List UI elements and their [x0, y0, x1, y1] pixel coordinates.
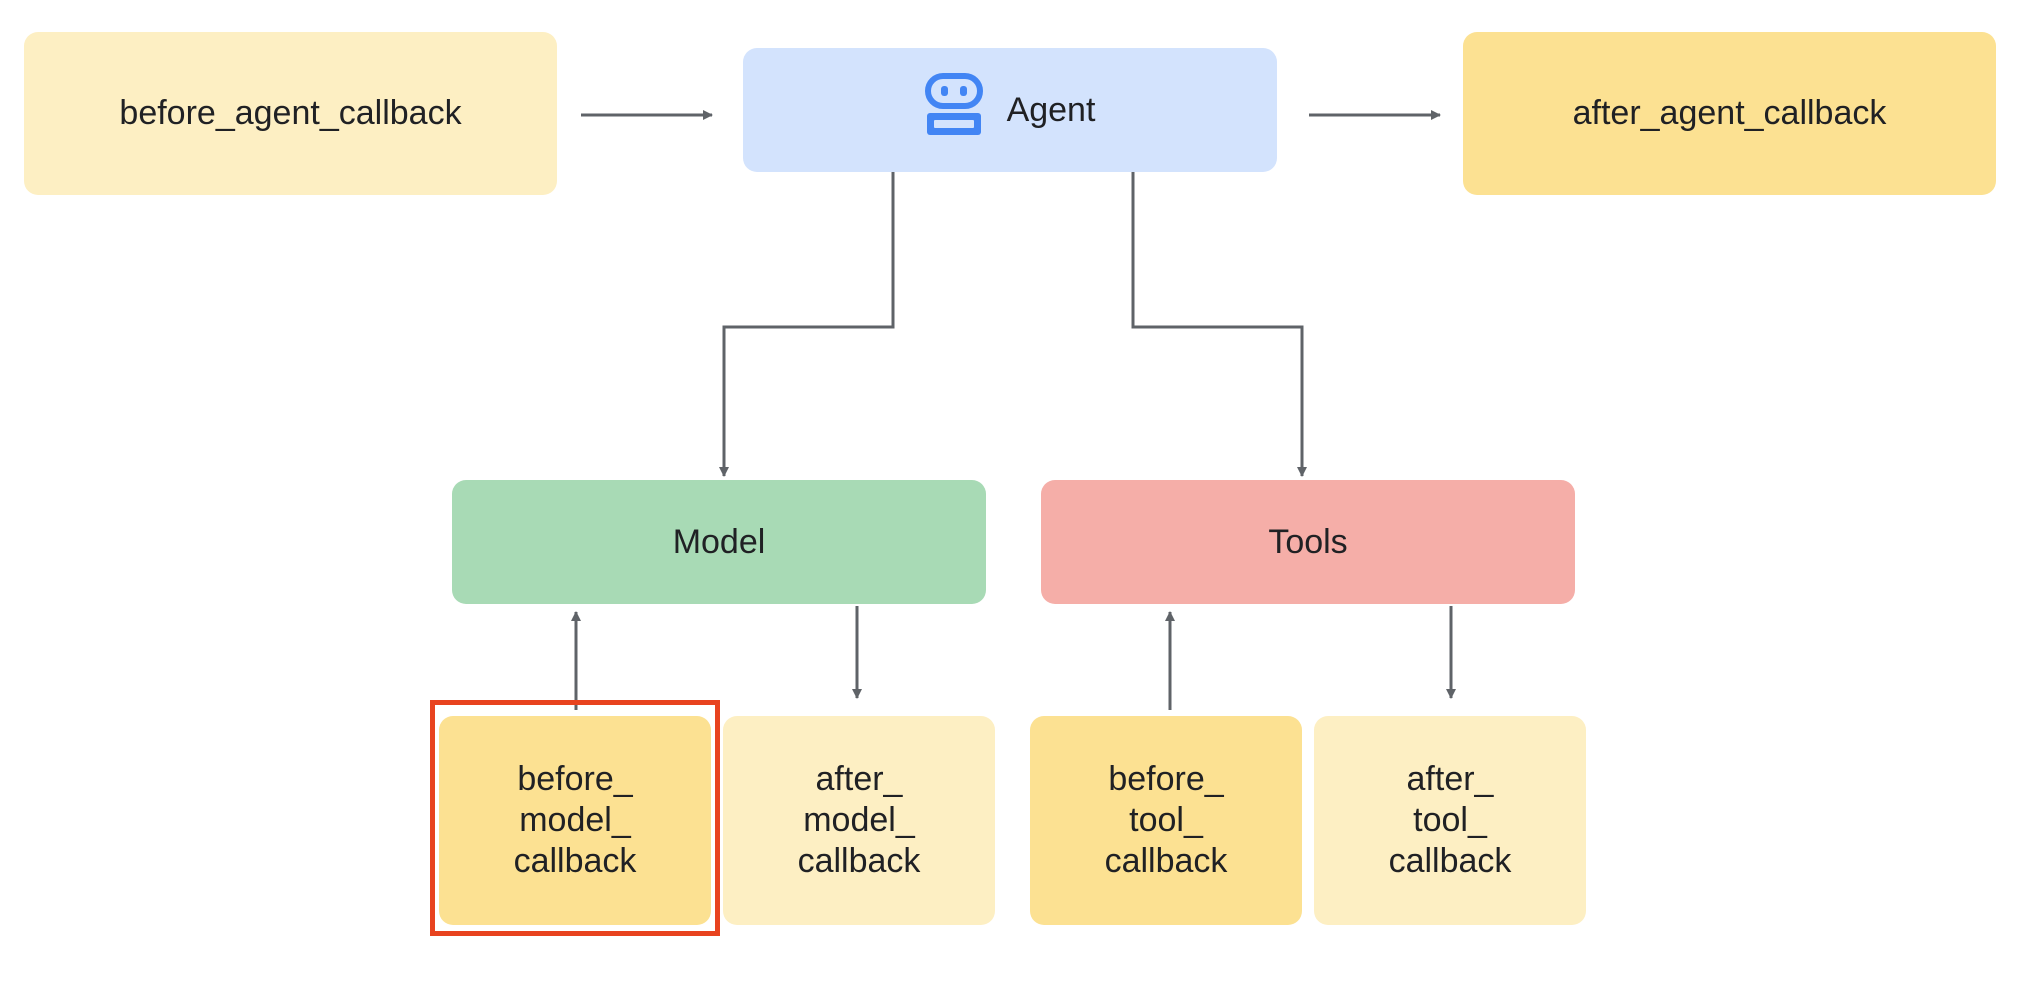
after-model-callback-label: after_ model_ callback	[797, 760, 921, 880]
highlight-frame	[430, 700, 720, 936]
before-agent-callback-label: before_agent_callback	[119, 94, 462, 133]
robot-icon	[924, 73, 983, 147]
after-agent-callback-label: after_agent_callback	[1572, 94, 1887, 133]
model-label: Model	[672, 522, 766, 561]
agent-node: Agent	[743, 48, 1277, 172]
model-node: Model	[452, 480, 986, 604]
before-agent-callback-node: before_agent_callback	[24, 32, 557, 195]
arrow-agent-to-tools	[1131, 172, 1307, 477]
after-tool-callback-label: after_ tool_ callback	[1388, 760, 1512, 880]
before-model-callback-node: before_ model_ callback	[439, 716, 711, 925]
agent-label: Agent	[1006, 90, 1096, 129]
before-model-callback-label: before_ model_ callback	[513, 760, 637, 880]
tools-node: Tools	[1041, 480, 1575, 604]
tools-label: Tools	[1268, 522, 1348, 561]
after-agent-callback-node: after_agent_callback	[1463, 32, 1996, 195]
after-model-callback-node: after_ model_ callback	[723, 716, 995, 925]
before-tool-callback-node: before_ tool_ callback	[1030, 716, 1302, 925]
before-tool-callback-label: before_ tool_ callback	[1104, 760, 1228, 880]
after-tool-callback-node: after_ tool_ callback	[1314, 716, 1586, 925]
arrow-agent-to-model	[719, 172, 895, 477]
